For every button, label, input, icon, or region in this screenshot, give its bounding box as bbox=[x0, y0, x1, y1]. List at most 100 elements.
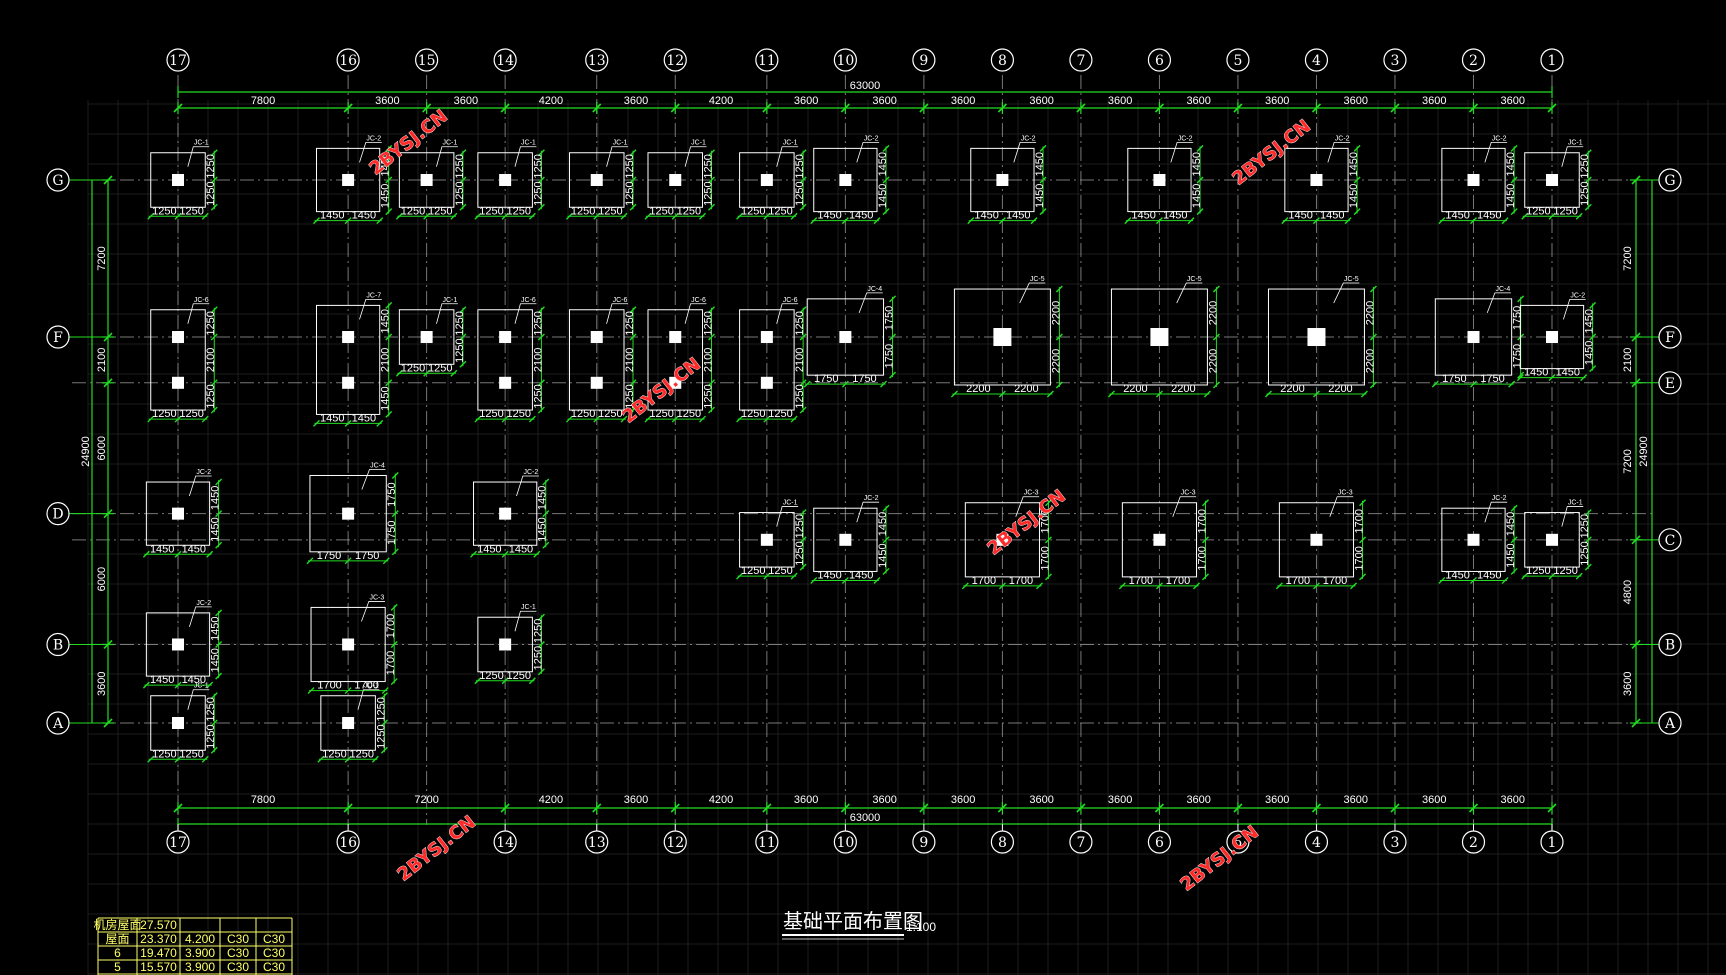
footing-height-text: 1450 bbox=[877, 543, 889, 567]
footing-dim-vmark bbox=[1369, 381, 1377, 389]
bottom-dim-text: 3600 bbox=[624, 794, 648, 806]
footing-dim-vmark bbox=[215, 478, 223, 486]
axis-top-12-label: 12 bbox=[666, 53, 684, 69]
footing-dim-vmark bbox=[882, 504, 890, 512]
footing-dim-mark bbox=[381, 687, 389, 695]
column-stub bbox=[499, 331, 512, 344]
footing-width-right: 1250 bbox=[350, 748, 374, 760]
footing-dim-mark bbox=[306, 557, 314, 565]
axis-top-15-circle bbox=[415, 48, 439, 72]
footing-dim-mark bbox=[147, 755, 155, 763]
footing-width-right: 1450 bbox=[352, 210, 376, 222]
footing-dim-mark bbox=[1264, 390, 1272, 398]
table-cell: C30 bbox=[227, 932, 249, 946]
bottom-total-text: 63000 bbox=[850, 812, 881, 824]
column-stub bbox=[342, 376, 355, 389]
footing-dim-vmark bbox=[542, 541, 550, 549]
footing-dim-mark bbox=[1438, 217, 1446, 225]
bottom-dim-mark bbox=[1547, 803, 1557, 813]
column-stub bbox=[172, 717, 184, 729]
footing-width-right: 1450 bbox=[1556, 367, 1580, 379]
axis-top-7-circle bbox=[1069, 48, 1093, 72]
top-dim-mark bbox=[1468, 103, 1479, 113]
footing-dim-vmark bbox=[542, 510, 550, 518]
axis-top-11-label: 11 bbox=[758, 53, 776, 69]
top-dim-text: 3600 bbox=[1343, 95, 1367, 107]
axis-bottom-3-circle bbox=[1383, 830, 1407, 854]
axis-bottom-6-label: 6 bbox=[1155, 835, 1164, 851]
footing-width-right: 1250 bbox=[179, 205, 203, 217]
footing-height-text: 1250 bbox=[794, 384, 806, 408]
footing-leader bbox=[606, 303, 629, 324]
footing-height-text: 1450 bbox=[877, 184, 889, 208]
footing-height-text: 1250 bbox=[702, 311, 714, 335]
footing-dim-mark bbox=[1193, 582, 1200, 590]
footing-dim-mark bbox=[344, 687, 352, 695]
footing-dim-vmark bbox=[1353, 176, 1361, 184]
axis-right-G-label: G bbox=[1664, 173, 1675, 189]
footing-dim-vmark bbox=[1039, 208, 1047, 216]
top-dim-mark bbox=[1076, 103, 1086, 113]
footing-height-text: 1450 bbox=[1505, 512, 1517, 536]
column-stub bbox=[172, 638, 184, 651]
axis-bottom-10-label: 10 bbox=[836, 835, 854, 851]
column-stub bbox=[1546, 331, 1558, 344]
footing-outline bbox=[647, 152, 704, 208]
footing-dim-vmark bbox=[1510, 504, 1518, 512]
footing-dim-mark bbox=[1501, 217, 1509, 225]
column-stub bbox=[172, 376, 184, 389]
footing-dim-vmark bbox=[210, 379, 218, 387]
footing-height-text: 1450 bbox=[537, 517, 549, 541]
footing-dim-mark bbox=[501, 550, 509, 558]
footing-dim-mark bbox=[142, 550, 150, 558]
footing-width-left: 1750 bbox=[317, 550, 341, 562]
footing-dim-vmark bbox=[799, 306, 807, 314]
footing-outline bbox=[398, 309, 455, 365]
footing-height-text: 1450 bbox=[1034, 184, 1046, 208]
axis-bottom-11-label: 11 bbox=[758, 835, 776, 851]
footing-dim-vmark bbox=[1369, 333, 1377, 341]
footing-width-left: 1250 bbox=[479, 408, 503, 420]
column-stub bbox=[420, 174, 433, 186]
footing-leader bbox=[1563, 298, 1586, 320]
footing-outline bbox=[1127, 147, 1192, 213]
bottom-dim-mark bbox=[762, 803, 772, 813]
bottom-dim-mark bbox=[343, 803, 353, 813]
footing-dim-mark bbox=[206, 550, 214, 558]
footing-dim-mark bbox=[1344, 217, 1352, 225]
footing-label: JC-1 bbox=[194, 683, 209, 690]
table-cell: C30 bbox=[263, 946, 285, 960]
bottom-dim-text: 3600 bbox=[1501, 794, 1525, 806]
table-cell: 5 bbox=[114, 960, 121, 974]
footing-dim-mark bbox=[763, 212, 771, 220]
footing-dim-mark bbox=[201, 212, 209, 220]
axis-bottom-9-label: 9 bbox=[919, 835, 928, 851]
footing-height-text: 1450 bbox=[877, 152, 889, 176]
top-total-text: 63000 bbox=[850, 80, 881, 92]
axis-top-6-circle bbox=[1147, 48, 1172, 72]
footing-width-left: 2200 bbox=[1123, 383, 1147, 395]
column-stub bbox=[1467, 533, 1480, 546]
bottom-dim-mark bbox=[1468, 803, 1479, 813]
footing-leader bbox=[684, 146, 707, 167]
footing-dim-mark bbox=[1107, 390, 1115, 398]
axis-top-13-label: 13 bbox=[588, 53, 606, 69]
footing-width-right: 1250 bbox=[677, 205, 701, 217]
footing-height-text: 1250 bbox=[794, 181, 806, 205]
footing-label: JC-1 bbox=[613, 140, 628, 147]
top-dim-mark bbox=[1154, 103, 1164, 113]
right-dim-text: 4800 bbox=[1622, 580, 1634, 604]
footing-dim-mark bbox=[474, 677, 482, 685]
footing-width-right: 2200 bbox=[1328, 383, 1352, 395]
bottom-dim-text: 3600 bbox=[1108, 794, 1132, 806]
footing-leader bbox=[776, 506, 799, 527]
